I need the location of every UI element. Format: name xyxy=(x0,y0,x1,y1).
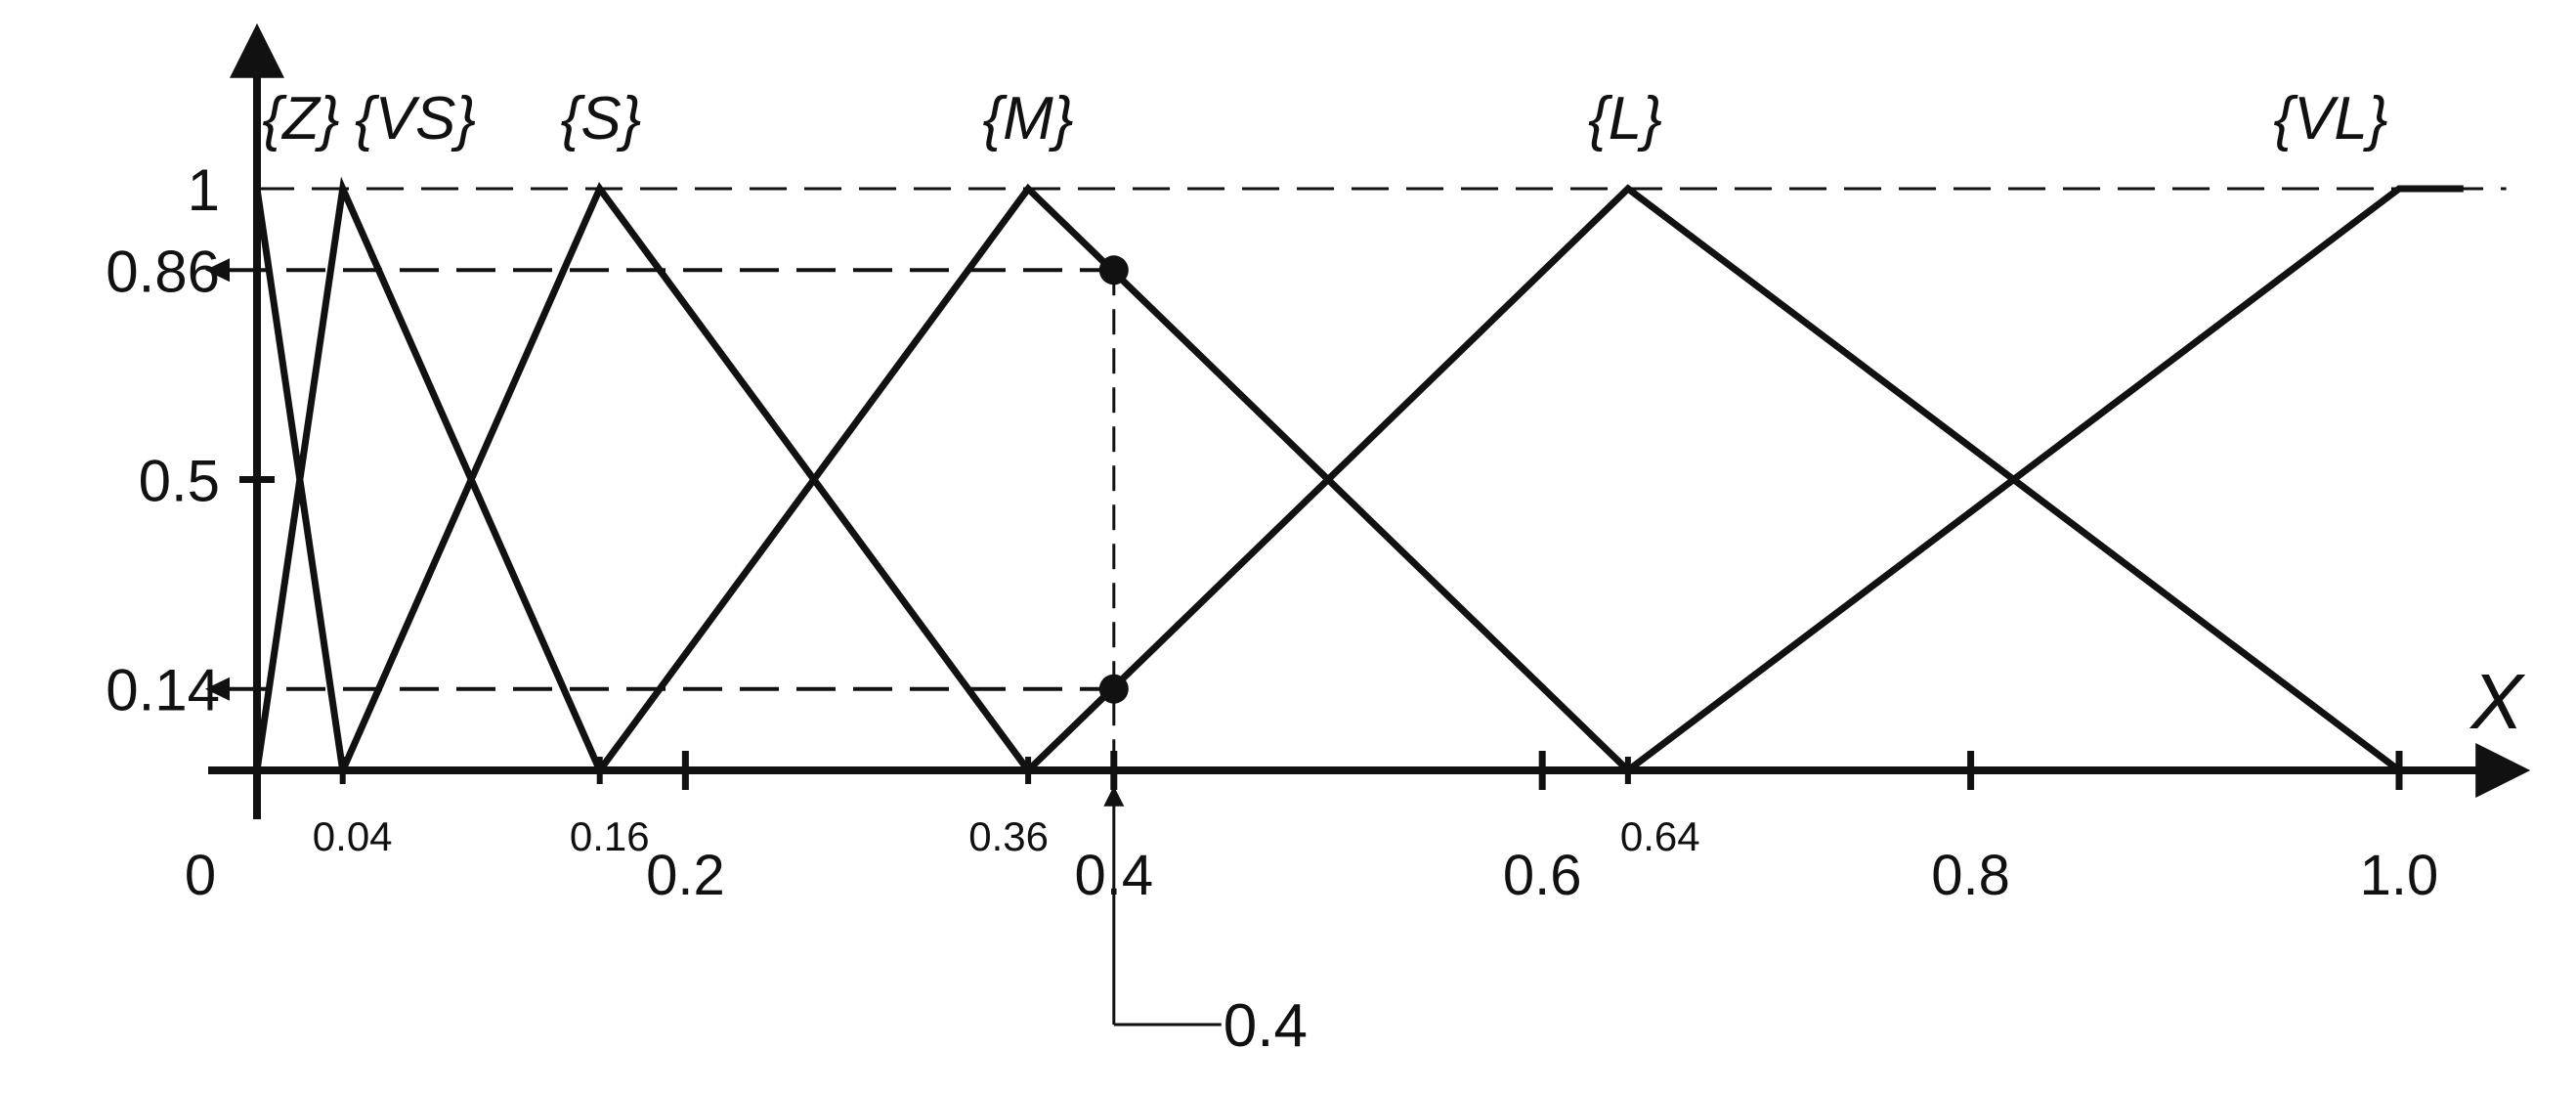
x-tick-label-04: 0.4 xyxy=(1074,844,1153,907)
series-label-z: {Z} xyxy=(262,85,339,153)
series-line-l xyxy=(1025,184,2402,773)
x-tick-label-02: 0.2 xyxy=(646,844,725,907)
y-tick-label-086: 0.86 xyxy=(106,239,220,304)
x-axis-label: X xyxy=(2469,658,2525,745)
chart-labels: 0.2 0.4 0.6 0.8 1.0 0.04 0.16 0.36 0.64 1 0.86 0.5 0… xyxy=(106,85,2525,1060)
x-minor-label-016: 0.16 xyxy=(570,813,650,859)
series-label-vs: {VS} xyxy=(355,85,476,153)
series-line-vl xyxy=(1625,185,2464,773)
annotation-arrowhead-0 xyxy=(205,258,230,283)
y-tick-label-1: 1 xyxy=(188,157,220,223)
annotation-arrowhead-1 xyxy=(205,677,230,701)
y-tick-label-014: 0.14 xyxy=(106,658,220,723)
x-tick-label-06: 0.6 xyxy=(1503,844,1582,907)
series-label-vl: {VL} xyxy=(2273,85,2387,153)
y-tick-label-05: 0.5 xyxy=(139,449,220,514)
x-minor-label-004: 0.04 xyxy=(313,813,393,859)
x-minor-label-064: 0.64 xyxy=(1620,813,1700,859)
axes xyxy=(208,22,2531,819)
series-label-l: {L} xyxy=(1588,85,1662,153)
annotation-guides xyxy=(205,255,1222,1027)
annotation-point-0 xyxy=(1098,255,1129,285)
series-label-s: {S} xyxy=(561,85,642,153)
series-line-m xyxy=(596,183,1631,773)
series-line-s xyxy=(339,182,1031,773)
annotation-point-1 xyxy=(1098,674,1129,704)
x-tick-label-08: 0.8 xyxy=(1931,844,2010,907)
annotation-label: 0.4 xyxy=(1224,992,1308,1060)
x-tick-label-10: 1.0 xyxy=(2360,844,2439,907)
series-label-m: {M} xyxy=(982,85,1073,153)
series-line-vs xyxy=(253,176,603,772)
membership-series xyxy=(253,176,2464,773)
origin-label: 0 xyxy=(185,844,216,907)
x-minor-label-036: 0.36 xyxy=(968,813,1049,859)
